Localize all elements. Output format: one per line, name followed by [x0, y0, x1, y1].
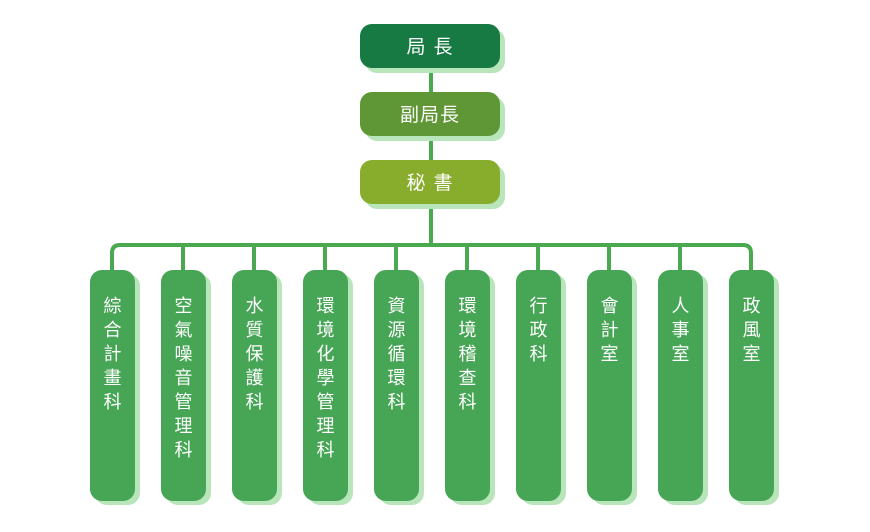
department-label-char: 理 [317, 416, 335, 437]
department-label: 會計室 [601, 296, 619, 365]
department-label-char: 管 [175, 392, 193, 413]
deputy-director-label: 副局長 [400, 104, 460, 126]
deputy-director-node: 副局長 [360, 92, 505, 141]
department-label-char: 保 [246, 344, 264, 365]
department-label-char: 合 [104, 320, 122, 341]
department-label-char: 環 [388, 368, 406, 389]
department-label-char: 行 [530, 296, 548, 317]
secretary-node: 秘 書 [360, 160, 505, 209]
department-label-char: 空 [175, 296, 193, 317]
department-column: 環境稽查科 [445, 270, 495, 505]
department-column: 環境化學管理科 [303, 270, 353, 505]
department-label: 環境化學管理科 [317, 296, 335, 461]
secretary-label: 秘 書 [406, 172, 453, 194]
department-label-char: 境 [459, 320, 477, 341]
department-label-char: 噪 [175, 344, 193, 365]
department-box [232, 270, 277, 501]
department-label-char: 科 [530, 344, 548, 365]
department-column: 水質保護科 [232, 270, 282, 505]
department-label: 水質保護科 [246, 296, 264, 413]
department-label-char: 理 [175, 416, 193, 437]
department-label-char: 政 [530, 320, 548, 341]
department-label-char: 水 [246, 296, 264, 317]
department-column: 空氣噪音管理科 [161, 270, 211, 505]
department-column: 政風室 [729, 270, 779, 505]
department-box [374, 270, 419, 501]
department-label-char: 計 [601, 320, 619, 341]
director-box [360, 24, 500, 68]
department-box [516, 270, 561, 501]
department-column: 綜合計畫科 [90, 270, 140, 505]
department-label: 人事室 [672, 296, 690, 365]
department-column: 人事室 [658, 270, 708, 505]
department-label-char: 管 [317, 392, 335, 413]
department-column: 行政科 [516, 270, 566, 505]
department-label-char: 科 [459, 392, 477, 413]
department-label-char: 護 [246, 368, 264, 389]
department-label-char: 科 [175, 440, 193, 461]
department-box [303, 270, 348, 501]
department-bus-line [110, 243, 753, 274]
department-label-char: 查 [459, 368, 477, 389]
department-label-char: 計 [104, 344, 122, 365]
department-label: 政風室 [743, 296, 761, 365]
department-label-char: 科 [388, 392, 406, 413]
department-label-char: 循 [388, 344, 406, 365]
department-label-char: 質 [246, 320, 264, 341]
deputy-director-box [360, 92, 500, 136]
department-label-char: 政 [743, 296, 761, 317]
department-label-char: 科 [246, 392, 264, 413]
director-label: 局 長 [406, 36, 453, 58]
department-box [658, 270, 703, 501]
department-label-char: 人 [672, 296, 690, 317]
department-label-char: 畫 [104, 368, 122, 389]
department-label-char: 化 [317, 344, 335, 365]
department-label-char: 源 [388, 320, 406, 341]
secretary-box [360, 160, 500, 204]
department-box [587, 270, 632, 501]
department-label-char: 科 [317, 440, 335, 461]
department-label-char: 室 [672, 344, 690, 365]
department-box [161, 270, 206, 501]
department-label-char: 科 [104, 392, 122, 413]
department-label: 環境稽查科 [459, 296, 477, 413]
department-column: 資源循環科 [374, 270, 424, 505]
department-label-char: 氣 [175, 320, 193, 341]
department-label: 綜合計畫科 [104, 296, 122, 413]
department-label-char: 會 [601, 296, 619, 317]
department-box [729, 270, 774, 501]
department-label-char: 稽 [459, 344, 477, 365]
connectors [110, 66, 753, 274]
department-label-char: 室 [743, 344, 761, 365]
department-label: 行政科 [530, 296, 548, 365]
department-label-char: 環 [459, 296, 477, 317]
department-box [90, 270, 135, 501]
department-column: 會計室 [587, 270, 637, 505]
department-label: 空氣噪音管理科 [175, 296, 193, 461]
department-label: 資源循環科 [388, 296, 406, 413]
department-label-char: 境 [317, 320, 335, 341]
department-label-char: 學 [317, 368, 335, 389]
department-label-char: 音 [175, 368, 193, 389]
department-label-char: 資 [388, 296, 406, 317]
department-label-char: 綜 [104, 296, 122, 317]
department-box [445, 270, 490, 501]
department-label-char: 室 [601, 344, 619, 365]
department-label-char: 事 [672, 320, 690, 341]
department-label-char: 環 [317, 296, 335, 317]
director-node: 局 長 [360, 24, 505, 73]
department-label-char: 風 [743, 320, 761, 341]
